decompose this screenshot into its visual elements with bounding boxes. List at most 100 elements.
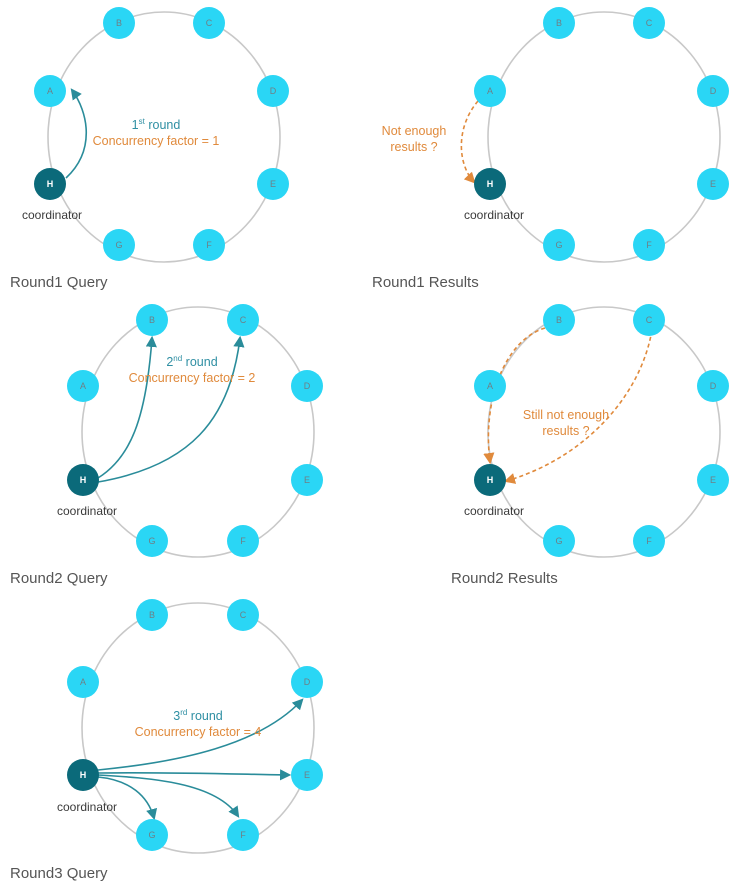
node-f: F xyxy=(227,819,259,851)
node-e: E xyxy=(697,464,729,496)
node-a: A xyxy=(474,75,506,107)
coordinator-label: coordinator xyxy=(464,504,524,518)
node-label: B xyxy=(149,315,155,325)
coordinator-label: coordinator xyxy=(57,800,117,814)
node-label: F xyxy=(240,830,246,840)
node-label: E xyxy=(710,475,716,485)
node-a: A xyxy=(67,370,99,402)
node-b: B xyxy=(543,7,575,39)
node-d: D xyxy=(697,370,729,402)
node-g: G xyxy=(103,229,135,261)
node-h-coordinator: H xyxy=(67,464,99,496)
node-label: E xyxy=(304,475,310,485)
result-note-line1: Still not enough xyxy=(523,408,609,422)
query-arrow-h-to-f xyxy=(97,774,240,818)
query-arrow-h-to-e xyxy=(97,769,292,781)
node-d: D xyxy=(291,370,323,402)
node-label: B xyxy=(556,18,562,28)
node-c: C xyxy=(227,304,259,336)
node-b: B xyxy=(136,304,168,336)
node-d: D xyxy=(697,75,729,107)
query-arrow-h-to-b xyxy=(97,335,157,479)
node-label: A xyxy=(487,381,493,391)
node-label: H xyxy=(487,179,494,189)
node-label: D xyxy=(270,86,277,96)
round-note-line1: 1st round xyxy=(132,117,181,132)
node-label: G xyxy=(555,536,562,546)
node-label: C xyxy=(646,315,653,325)
node-label: F xyxy=(646,240,652,250)
node-c: C xyxy=(633,304,665,336)
node-label: A xyxy=(80,677,86,687)
result-arrow-a-to-h xyxy=(460,100,479,184)
diagram-round3-query: B C D E F G H A coordinator 3rd round Co… xyxy=(10,599,323,882)
node-label: G xyxy=(148,830,155,840)
node-label: B xyxy=(556,315,562,325)
node-c: C xyxy=(227,599,259,631)
coordinator-label: coordinator xyxy=(464,208,524,222)
node-b: B xyxy=(103,7,135,39)
node-label: H xyxy=(80,770,87,780)
node-label: E xyxy=(710,179,716,189)
node-a: A xyxy=(67,666,99,698)
node-label: E xyxy=(270,179,276,189)
node-f: F xyxy=(633,525,665,557)
coordinator-label: coordinator xyxy=(57,504,117,518)
node-e: E xyxy=(257,168,289,200)
node-h-coordinator: H xyxy=(67,759,99,791)
node-label: A xyxy=(47,86,53,96)
round-note-line2: Concurrency factor = 4 xyxy=(135,725,262,739)
coordinator-label: coordinator xyxy=(22,208,82,222)
result-arrow-c-to-h xyxy=(503,329,653,484)
ring xyxy=(487,11,721,263)
diagram-caption: Round3 Query xyxy=(10,865,108,882)
query-arrow-h-to-c xyxy=(97,335,245,483)
node-label: C xyxy=(206,18,213,28)
node-a: A xyxy=(34,75,66,107)
node-label: H xyxy=(80,475,87,485)
node-label: G xyxy=(115,240,122,250)
ring xyxy=(81,602,315,854)
result-note-line2: results ? xyxy=(390,140,437,154)
node-c: C xyxy=(193,7,225,39)
node-b: B xyxy=(543,304,575,336)
node-g: G xyxy=(136,525,168,557)
diagram-caption: Round1 Query xyxy=(10,274,108,291)
node-label: B xyxy=(149,610,155,620)
node-label: B xyxy=(116,18,122,28)
node-label: C xyxy=(240,610,247,620)
ring xyxy=(81,306,315,558)
node-label: C xyxy=(646,18,653,28)
node-c: C xyxy=(633,7,665,39)
diagram-round2-results: B C D E F G H A coordinator Still not en… xyxy=(451,304,729,587)
round-note-line1: 2nd round xyxy=(166,354,217,369)
node-label: A xyxy=(80,381,86,391)
node-h-coordinator: H xyxy=(34,168,66,200)
round-note-line2: Concurrency factor = 1 xyxy=(93,134,220,148)
node-label: E xyxy=(304,770,310,780)
node-h-coordinator: H xyxy=(474,168,506,200)
diagram-caption: Round2 Query xyxy=(10,570,108,587)
node-label: F xyxy=(206,240,212,250)
node-label: F xyxy=(240,536,246,546)
node-d: D xyxy=(257,75,289,107)
node-b: B xyxy=(136,599,168,631)
node-label: H xyxy=(487,475,494,485)
result-note-line2: results ? xyxy=(542,424,589,438)
node-label: G xyxy=(148,536,155,546)
node-f: F xyxy=(227,525,259,557)
node-label: H xyxy=(47,179,54,189)
diagram-round1-query: B C D E F G H A coordinator 1st round Co… xyxy=(10,7,289,291)
node-f: F xyxy=(193,229,225,261)
node-label: G xyxy=(555,240,562,250)
query-arrow-h-to-d xyxy=(97,698,304,771)
diagram-round1-results: B C D E F G H A coordinator Not enough r… xyxy=(372,7,729,291)
node-g: G xyxy=(543,229,575,261)
node-d: D xyxy=(291,666,323,698)
result-note-line1: Not enough xyxy=(382,124,447,138)
node-label: F xyxy=(646,536,652,546)
round-note-line1: 3rd round xyxy=(173,708,223,723)
node-h-coordinator: H xyxy=(474,464,506,496)
ring xyxy=(487,306,721,558)
